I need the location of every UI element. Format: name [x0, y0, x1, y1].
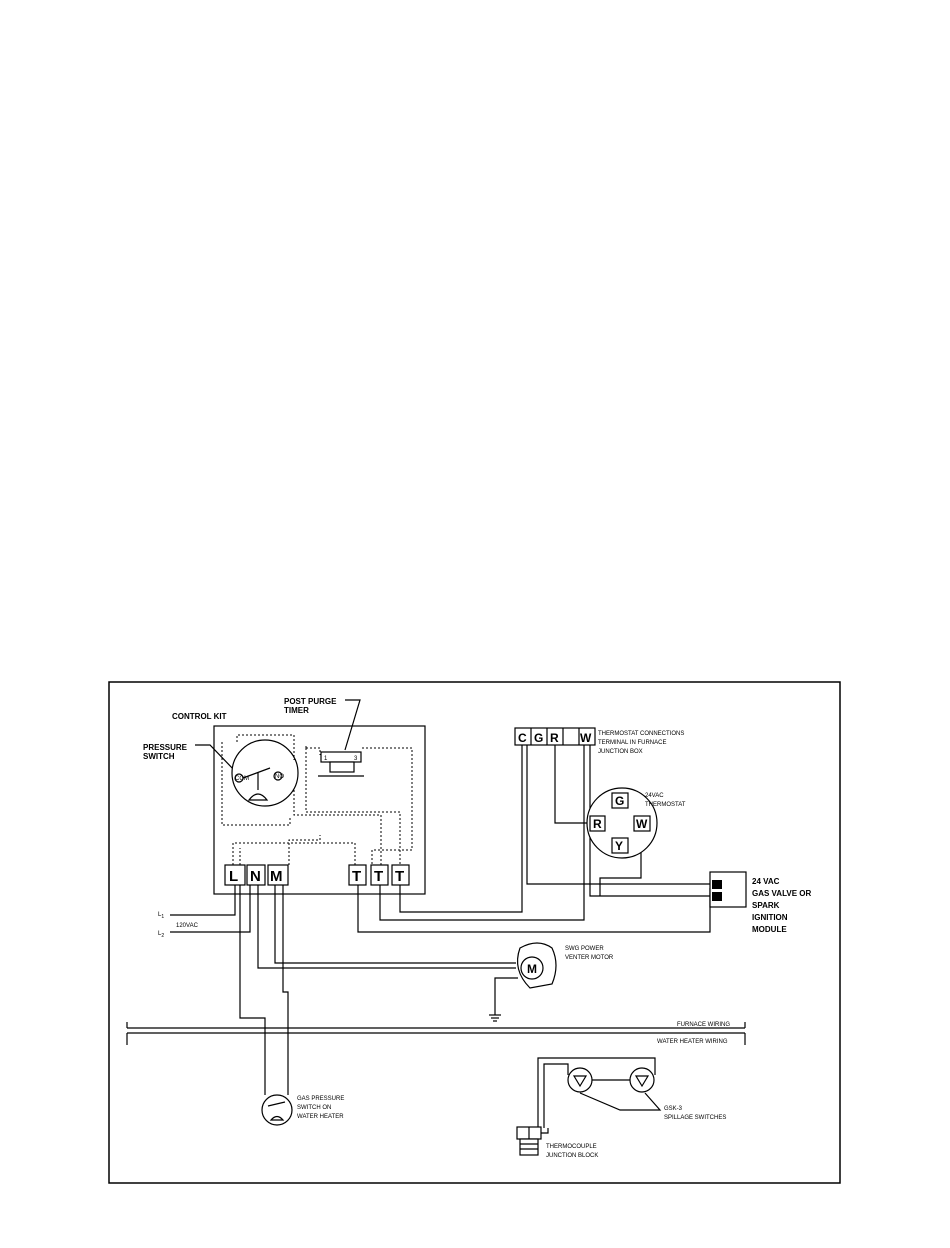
junction-terminal-c: C	[518, 731, 527, 745]
motor-letter: M	[527, 962, 537, 976]
svg-text:COM: COM	[235, 776, 249, 782]
svg-text:3: 3	[354, 756, 358, 762]
t-terminal-block: T T T	[348, 864, 410, 886]
venter-label-2: VENTER MOTOR	[565, 955, 614, 961]
thermostat-conn-label-2: TERMINAL IN FURNACE	[598, 740, 666, 746]
spillage-switch-1	[567, 1067, 593, 1093]
svg-text:1: 1	[324, 756, 328, 762]
pressure-switch: COM NO	[231, 739, 299, 807]
thermostat-terminal-r: R	[593, 817, 602, 831]
thermostat-conn-label-1: THERMOSTAT CONNECTIONS	[598, 731, 684, 737]
l2-label: L2	[158, 931, 164, 939]
terminal-n: N	[250, 868, 261, 885]
gas-valve-label-2: GAS VALVE OR	[752, 889, 811, 898]
water-heater-wiring-label: WATER HEATER WIRING	[657, 1039, 728, 1045]
furnace-wiring-label: FURNACE WIRING	[677, 1022, 730, 1028]
gas-valve-label-5: MODULE	[752, 925, 787, 934]
terminal-t1: T	[352, 868, 361, 885]
gas-valve-label-1: 24 VAC	[752, 877, 780, 886]
diagram-frame	[108, 681, 841, 1184]
svg-text:NO: NO	[275, 774, 284, 780]
thermostat-conn-label-3: JUNCTION BOX	[598, 749, 643, 755]
l1-label: L1	[158, 912, 164, 920]
thermostat-terminal-y: Y	[615, 839, 623, 853]
gas-valve-label-3: SPARK	[752, 901, 780, 910]
terminal-t2: T	[374, 868, 383, 885]
wiring-divider	[126, 1022, 746, 1045]
pressure-switch-label-1: PRESSURE	[143, 743, 188, 752]
gas-valve-label-4: IGNITION	[752, 913, 788, 922]
thermostat-label-1: 24VAC	[645, 793, 664, 799]
control-kit-label: CONTROL KIT	[172, 712, 227, 721]
venter-motor: M	[517, 942, 557, 989]
gas-ps-label-3: WATER HEATER	[297, 1114, 344, 1120]
post-purge-timer: 1 3	[318, 751, 364, 777]
junction-terminal-g: G	[534, 731, 543, 745]
post-purge-label-1: POST PURGE	[284, 697, 337, 706]
thermostat-terminal-g: G	[615, 794, 624, 808]
junction-terminal-strip: C G R W	[514, 727, 596, 746]
tc-label-1: THERMOCOUPLE	[546, 1144, 597, 1150]
gas-pressure-switch	[261, 1094, 293, 1126]
gas-valve-module	[709, 871, 747, 908]
venter-label-1: SWG POWER	[565, 946, 604, 952]
gsk-label-1: GSK-3	[664, 1106, 683, 1112]
gas-ps-label-2: SWITCH ON	[297, 1105, 331, 1111]
vac-120-label: 120VAC	[176, 923, 199, 929]
terminal-m: M	[270, 868, 283, 885]
terminal-l: L	[229, 868, 238, 885]
pressure-switch-label-2: SWITCH	[143, 752, 175, 761]
thermostat-label-2: THERMOSTAT	[645, 802, 686, 808]
junction-terminal-w: W	[580, 731, 592, 745]
gsk-label-2: SPILLAGE SWITCHES	[664, 1115, 726, 1121]
spillage-switch-2	[629, 1067, 655, 1093]
thermostat: G R W Y	[586, 787, 658, 859]
terminal-t3: T	[395, 868, 404, 885]
post-purge-label-2: TIMER	[284, 706, 309, 715]
gas-ps-label-1: GAS PRESSURE	[297, 1096, 344, 1102]
thermostat-terminal-w: W	[636, 817, 648, 831]
control-terminal-block: L N M	[224, 864, 289, 886]
junction-terminal-r: R	[550, 731, 559, 745]
thermocouple-junction-block	[516, 1126, 542, 1156]
ground-symbol	[489, 977, 518, 1022]
tc-label-2: JUNCTION BLOCK	[546, 1153, 598, 1159]
